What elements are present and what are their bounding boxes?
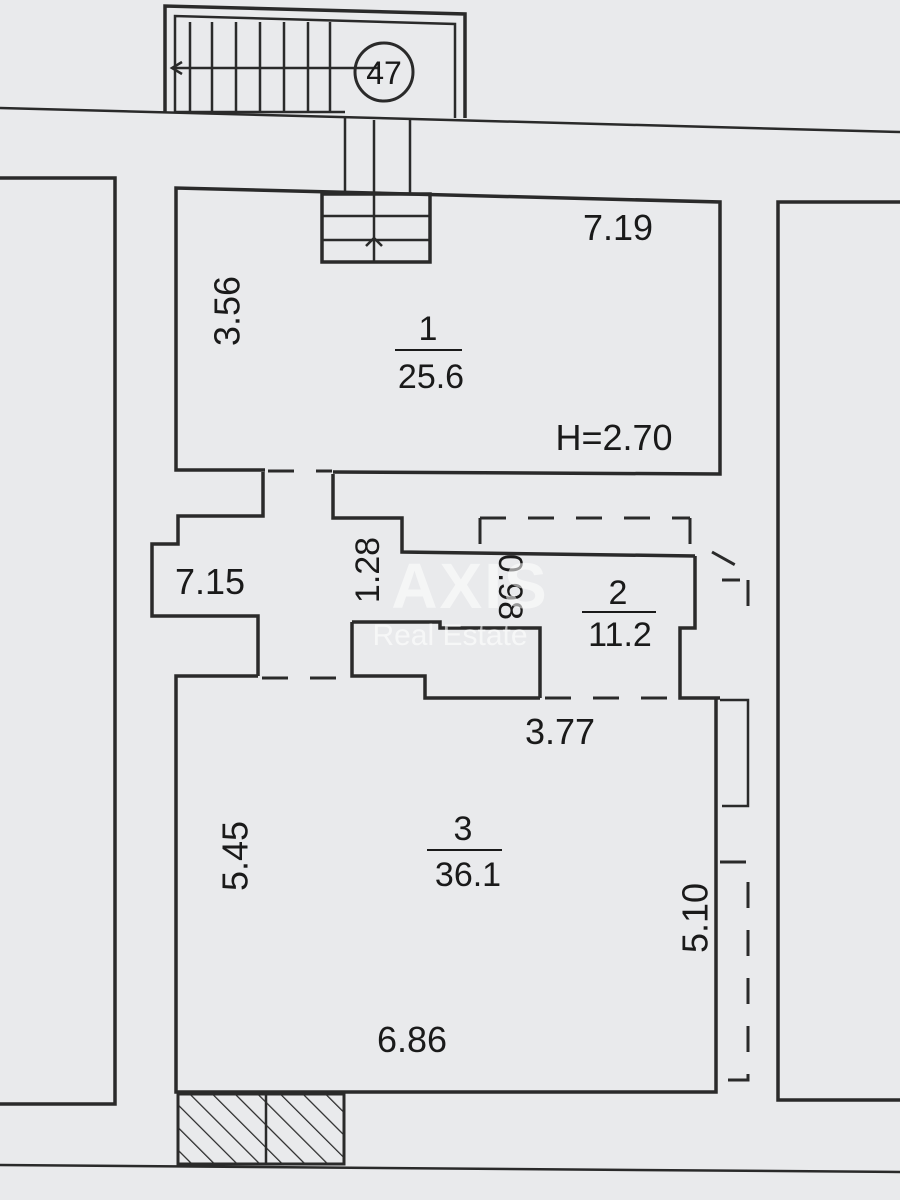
neighbor-block-left [0, 176, 117, 1106]
room-2 [350, 550, 750, 700]
building-outline [0, 106, 900, 1174]
room-3-number: 3 [454, 810, 473, 848]
room-2-number: 2 [609, 574, 628, 612]
room-1 [174, 186, 722, 476]
neighbor-block-right [776, 200, 900, 1102]
room-1-height: H=2.70 [555, 417, 672, 458]
hatched-wall-section [176, 1092, 346, 1166]
room-2-area: 11.2 [588, 616, 652, 654]
room-3-width: 6.86 [377, 1019, 447, 1060]
external-staircase [163, 4, 467, 118]
watermark-brand: AXIS [391, 550, 548, 622]
room-1-width: 7.19 [583, 207, 653, 248]
room-2-width: 0.98 [491, 554, 529, 620]
corridor [150, 472, 696, 676]
room-1-number: 1 [419, 310, 438, 348]
corridor-length: 7.15 [175, 561, 245, 602]
room-3-inner-width: 3.77 [525, 711, 595, 752]
entrance-number: 47 [366, 55, 402, 91]
room-1-area: 25.6 [398, 358, 464, 396]
entrance-marker: 47 [353, 41, 415, 103]
room-2-depth: 1.28 [349, 537, 387, 603]
watermark: AXIS Real Estate [372, 550, 548, 652]
room-1-depth: 3.56 [207, 276, 248, 346]
room-3-depth: 5.45 [215, 821, 256, 891]
room-3 [174, 674, 750, 1094]
watermark-subtitle: Real Estate [372, 619, 527, 652]
stair-passage [320, 118, 432, 264]
room-3-area: 36.1 [435, 856, 501, 894]
room-3-right-depth: 5.10 [675, 883, 716, 953]
